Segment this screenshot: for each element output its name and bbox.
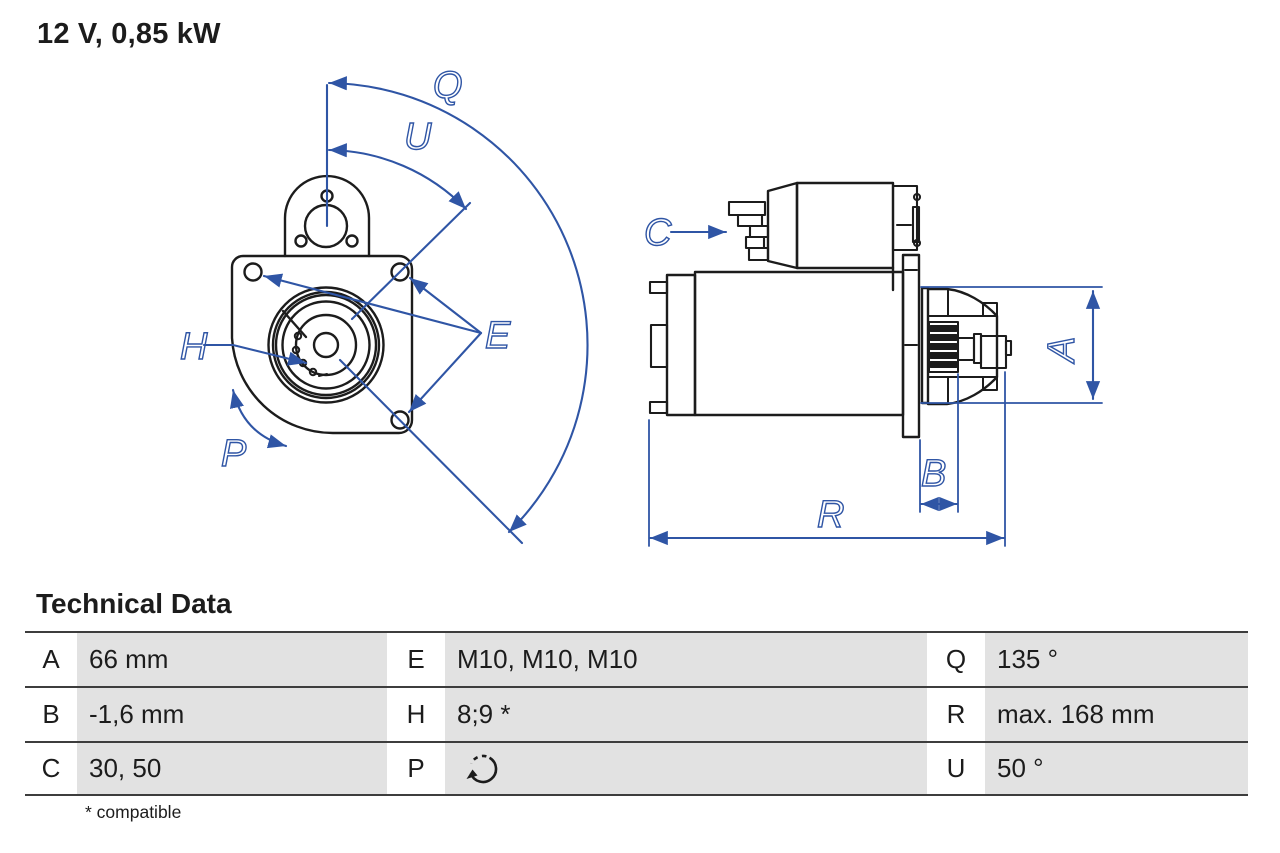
cell-value-Q: 135 ° — [985, 633, 1248, 686]
bolt-hole-top-left — [243, 262, 263, 282]
ear-hole-right — [345, 234, 359, 248]
cell-value-P — [445, 743, 927, 794]
label-P: P — [221, 433, 247, 475]
shaft-hole — [312, 331, 340, 359]
rotation-direction-icon — [466, 754, 498, 783]
label-E: E — [485, 315, 511, 357]
cell-key-B: B — [25, 688, 77, 741]
dimension-R — [648, 371, 1006, 547]
pinion-gear — [928, 321, 959, 373]
cell-value-H: 8;9 * — [445, 688, 927, 741]
label-B: B — [921, 453, 946, 495]
cell-key-A: A — [25, 633, 77, 686]
page-title: 12 V, 0,85 kW — [37, 18, 221, 50]
label-C: C — [644, 212, 672, 254]
cell-key-Q: Q — [927, 633, 985, 686]
drive-shaft — [956, 332, 1013, 370]
cell-key-H: H — [387, 688, 445, 741]
label-H: H — [180, 326, 208, 368]
dimension-A — [920, 286, 1103, 404]
motor-body — [693, 270, 905, 417]
side-view-dimensions — [648, 224, 1103, 547]
solenoid-end-cap — [891, 184, 922, 252]
table-row: A 66 mm E M10, M10, M10 Q 135 ° — [25, 631, 1248, 686]
starter-front-view — [230, 174, 414, 435]
footnote: * compatible — [85, 802, 182, 822]
cell-key-E: E — [387, 633, 445, 686]
ear-hole-left — [294, 234, 308, 248]
angle-arc-Q — [327, 76, 589, 534]
solenoid-body — [795, 181, 895, 270]
label-Q: Q — [433, 65, 463, 107]
solenoid-terminals — [727, 200, 770, 262]
technical-drawing: Q U E H P C A B R — [179, 64, 1103, 547]
flange-plate — [901, 253, 921, 439]
angle-arc-U — [327, 143, 468, 211]
label-U: U — [404, 116, 432, 158]
table-row: B -1,6 mm H 8;9 * R max. 168 mm — [25, 686, 1248, 741]
leader-lines-E — [262, 273, 483, 414]
leader-line-H — [202, 343, 308, 366]
dimension-labels: Q U E H P C A B R — [179, 64, 1083, 536]
hub-chamfer-line — [281, 309, 308, 339]
cell-value-C: 30, 50 — [77, 743, 387, 794]
cell-key-R: R — [927, 688, 985, 741]
rotation-arc-P — [230, 388, 288, 449]
label-A: A — [1041, 337, 1083, 364]
cell-value-U: 50 ° — [985, 743, 1248, 794]
end-shield-tabs — [648, 280, 669, 415]
cell-key-C: C — [25, 743, 77, 794]
solenoid-cone — [766, 181, 799, 270]
cell-value-R: max. 168 mm — [985, 688, 1248, 741]
cell-key-P: P — [387, 743, 445, 794]
dimension-B — [919, 373, 959, 513]
cell-value-B: -1,6 mm — [77, 688, 387, 741]
label-R: R — [817, 494, 844, 536]
starter-side-view — [648, 181, 1013, 439]
cell-value-A: 66 mm — [77, 633, 387, 686]
cell-key-U: U — [927, 743, 985, 794]
section-heading: Technical Data — [36, 588, 232, 619]
technical-data-table: A 66 mm E M10, M10, M10 Q 135 ° B -1,6 m… — [25, 631, 1248, 796]
cell-value-E: M10, M10, M10 — [445, 633, 927, 686]
table-row: C 30, 50 P U 50 ° — [25, 741, 1248, 796]
front-view-dimensions — [202, 76, 589, 545]
commutator-end-shield — [665, 273, 697, 417]
